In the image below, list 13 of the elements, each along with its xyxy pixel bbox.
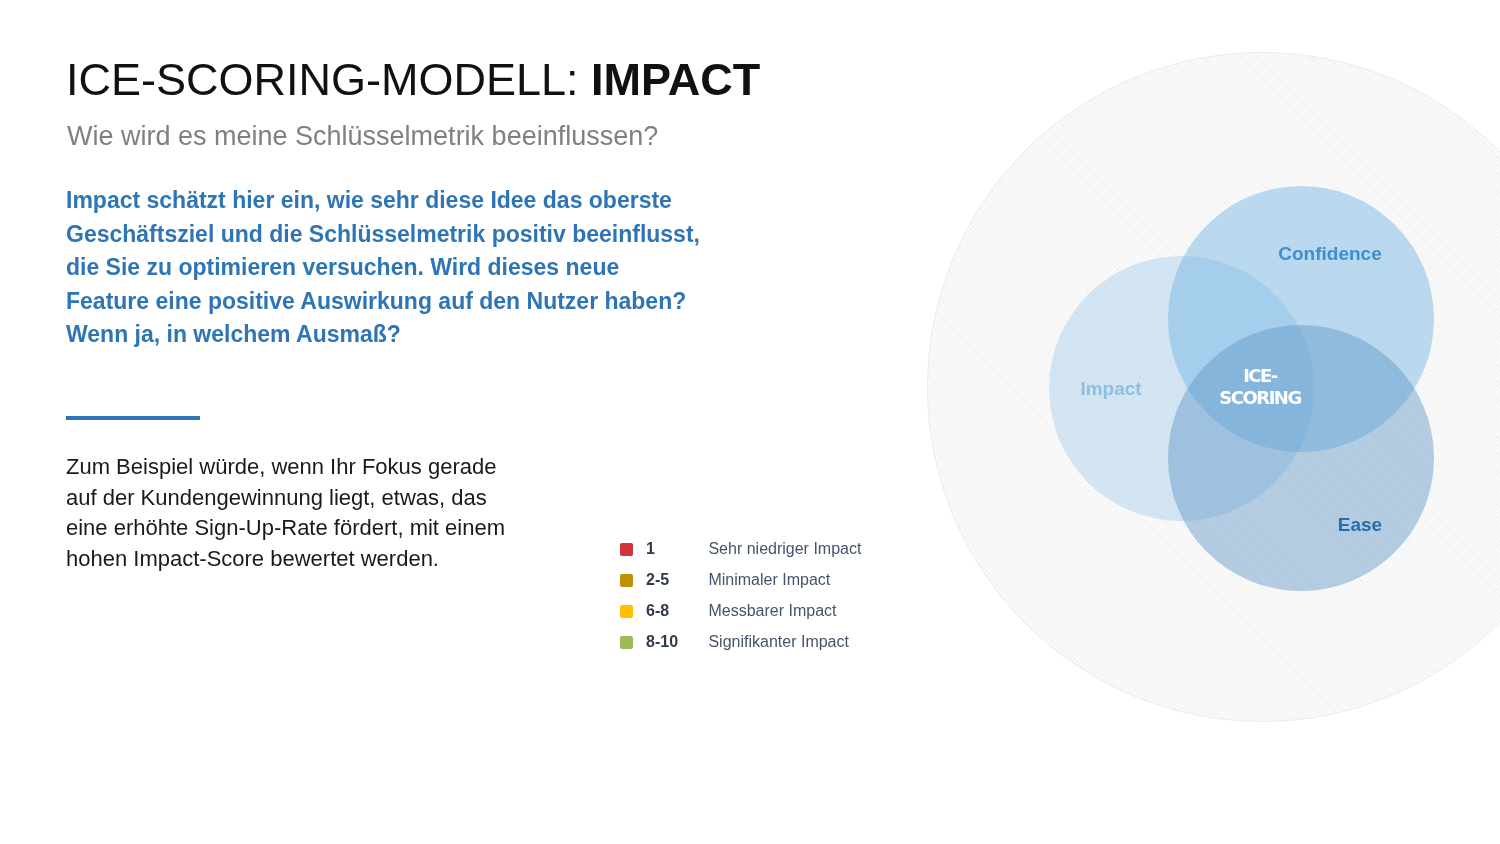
venn-circle [1168,325,1434,591]
circle-label: Confidence [1278,243,1382,265]
legend-text: 8-10 Signifikanter Impact [646,632,849,652]
legend-text: 1 Sehr niedriger Impact [646,539,862,559]
legend-text: 6-8 Messbarer Impact [646,601,837,621]
circle-label: Impact [1080,378,1142,400]
lead-paragraph: Impact schätzt hier ein, wie sehr diese Idee das oberste Geschäftsziel und die Schlüsselmetrik positiv beeinflusst, die Sie zu optimieren versuchen. Wird dieses neue Feature eine positive Auswirkung auf den Nutzer haben? Wenn ja, in welchem Ausmaß? [66,186,701,350]
legend-text: 2-5 Minimaler Impact [646,570,831,590]
circle-label: Ease [1337,514,1383,536]
subtitle: Wie wird es meine Schlüsselmetrik beeinflussen? [67,120,659,153]
slide-title: ICE-SCORING-MODELL: IMPACT [66,53,761,107]
venn-center-label: ICE-SCORING [1218,365,1302,409]
body-paragraph: Zum Beispiel würde, wenn Ihr Fokus gerade auf der Kundengewinnung liegt, etwas, das eine erhöhte Sign-Up-Rate fördert, mit einem hohen Impact-Score bewertet werden. [66,453,506,573]
